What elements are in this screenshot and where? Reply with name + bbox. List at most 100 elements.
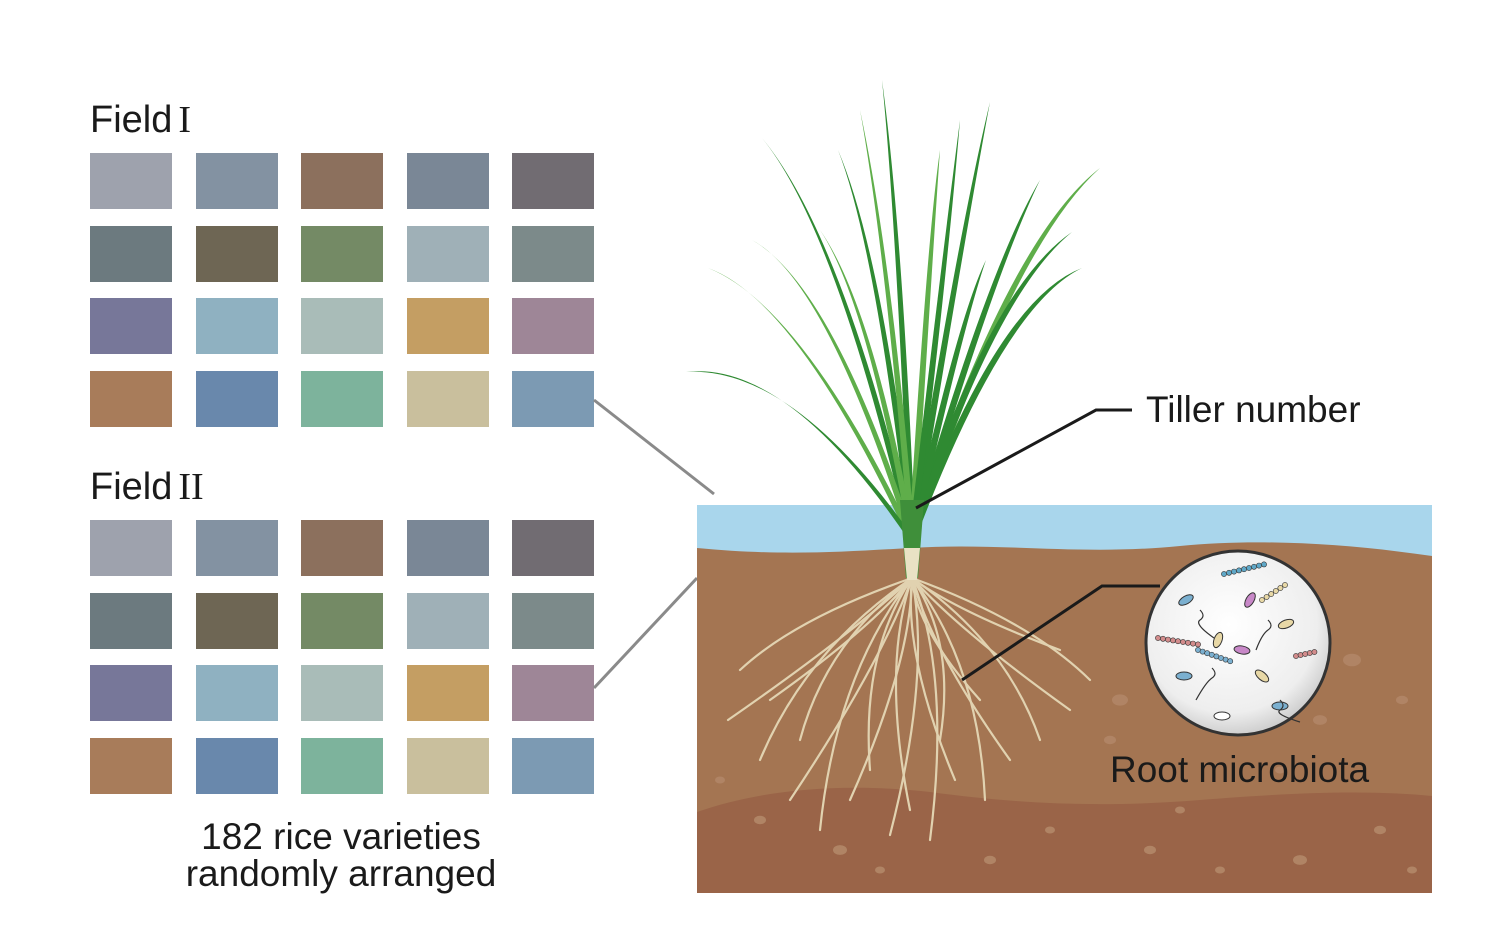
caption-line-2: randomly arranged xyxy=(185,853,497,894)
root-strand xyxy=(768,576,914,702)
plot-1-1-1 xyxy=(90,153,172,209)
plot-2-2-5 xyxy=(512,592,594,649)
plot-1-3-4 xyxy=(406,298,489,354)
pebble xyxy=(1104,735,1116,745)
microbe-coccus xyxy=(1268,591,1275,597)
microbe-coccus xyxy=(1180,639,1186,645)
microbe-coccus xyxy=(1241,566,1247,573)
plot-2-4-3 xyxy=(301,737,383,794)
microbe-bacillus xyxy=(1271,701,1289,711)
plot-1-2-2 xyxy=(195,225,278,282)
field-2-numeral: II xyxy=(178,466,204,508)
microbe-flagellum xyxy=(1198,609,1215,639)
pebble xyxy=(1313,715,1327,725)
microbiota-callout-line xyxy=(961,584,1160,682)
microbe-coccus xyxy=(1246,565,1252,571)
stem-base-pale xyxy=(904,548,920,580)
pebble xyxy=(1343,653,1361,667)
leaf xyxy=(908,102,990,540)
plot-2-1-2 xyxy=(195,520,278,576)
microbe-coccus xyxy=(1185,639,1191,646)
field-1-numeral: I xyxy=(178,99,192,141)
microbiota-magnifier xyxy=(1144,549,1332,737)
microbe-coccus xyxy=(1282,582,1288,588)
microbe-bacillus xyxy=(1175,671,1193,681)
pebble xyxy=(1144,845,1156,855)
root-strand xyxy=(888,576,920,837)
microbe-bacillus xyxy=(1233,645,1251,655)
root-strand xyxy=(818,576,914,832)
plot-2-3-5 xyxy=(512,665,594,721)
root-system xyxy=(726,576,1092,842)
microbe-coccus xyxy=(1175,638,1181,645)
pebble xyxy=(1396,695,1408,705)
connector-line-field-1 xyxy=(593,398,715,496)
plot-1-3-3 xyxy=(301,298,383,354)
leaf xyxy=(908,260,986,540)
microbe-coccus xyxy=(1277,585,1284,591)
plot-1-1-4 xyxy=(406,153,489,209)
microbe-coccus xyxy=(1226,569,1232,576)
pebble xyxy=(1275,766,1285,774)
root-strand xyxy=(910,576,1062,652)
root-strand xyxy=(910,576,1072,712)
plot-1-4-4 xyxy=(406,370,489,427)
leaf xyxy=(860,110,916,540)
plot-1-2-3 xyxy=(301,225,383,282)
microbe-bacillus xyxy=(1213,711,1231,721)
root-strand xyxy=(798,576,914,742)
pebble xyxy=(1112,694,1128,706)
microbe-coccus xyxy=(1221,571,1227,577)
caption-line-1: 182 rice varieties xyxy=(201,816,481,857)
pebble xyxy=(1215,866,1225,874)
root-strand xyxy=(867,576,914,772)
microbe-coccus xyxy=(1256,562,1262,569)
microbe-coccus xyxy=(1263,594,1270,600)
root-strand xyxy=(758,576,914,762)
field-2-name: Field xyxy=(90,466,173,508)
microbe-coccus xyxy=(1236,567,1242,574)
plot-1-3-2 xyxy=(195,298,278,354)
microbe-coccus xyxy=(1195,641,1201,648)
pebble xyxy=(984,855,996,865)
tiller-number-label: Tiller number xyxy=(1146,389,1361,430)
connector-line-field-2 xyxy=(592,576,699,690)
leaf xyxy=(882,80,916,540)
root-strand xyxy=(909,576,957,782)
root-strand xyxy=(894,576,914,812)
leaf xyxy=(908,232,1072,540)
field-1-name: Field xyxy=(90,99,173,141)
plot-2-2-4 xyxy=(406,592,489,649)
plot-2-1-3 xyxy=(301,520,383,576)
plot-2-1-4 xyxy=(406,520,489,576)
plot-1-1-3 xyxy=(301,153,383,209)
plot-1-2-5 xyxy=(512,225,594,282)
plot-2-2-3 xyxy=(301,592,383,649)
pebble xyxy=(875,866,885,874)
rice-leaves xyxy=(686,80,1100,540)
pebble xyxy=(754,815,766,825)
field-1-plot-grid xyxy=(90,153,594,427)
leaf xyxy=(908,168,1100,540)
plot-2-4-5 xyxy=(512,737,594,794)
microbe-bacillus xyxy=(1254,669,1270,683)
microbe-flagellum xyxy=(1278,699,1301,723)
plot-2-4-4 xyxy=(406,737,489,794)
microbe-coccus xyxy=(1251,563,1257,570)
plot-2-3-4 xyxy=(406,665,489,721)
microbe-bacillus xyxy=(1277,618,1295,630)
soil-cross-section xyxy=(697,505,1432,893)
microbe-bacillus xyxy=(1178,594,1194,606)
plot-1-4-3 xyxy=(301,370,383,427)
microbe-flagellum xyxy=(1195,667,1216,701)
microbe-coccus xyxy=(1272,588,1279,594)
microbe-coccus xyxy=(1170,637,1176,644)
microbe-coccus xyxy=(1160,635,1166,642)
pebble xyxy=(715,776,725,784)
plot-1-1-2 xyxy=(195,153,278,209)
microbe-flagellum xyxy=(1255,619,1272,651)
plot-2-3-1 xyxy=(90,665,172,721)
root-strand xyxy=(738,576,914,672)
